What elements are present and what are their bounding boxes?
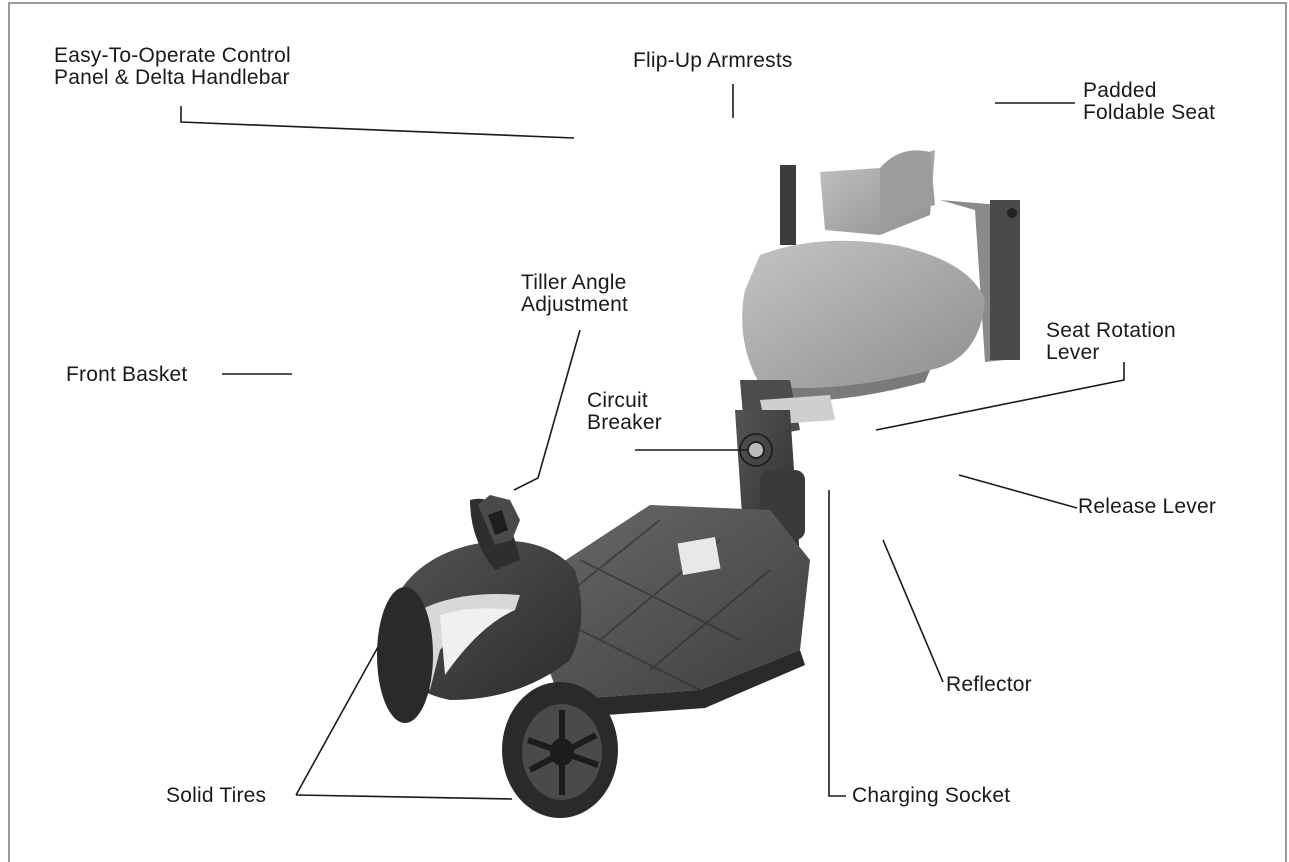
label-control-panel: Easy-To-Operate Control Panel & Delta Ha…	[54, 44, 291, 89]
seat-assembly	[740, 150, 1020, 440]
seat-rotation-leader	[875, 362, 1125, 431]
wheels	[377, 587, 618, 818]
label-seat: Padded Foldable Seat	[1083, 79, 1216, 124]
label-front-basket: Front Basket	[66, 363, 188, 386]
control-panel-leader	[180, 106, 575, 139]
charging-socket-leader	[828, 490, 846, 797]
circuit-breaker-marker	[739, 433, 773, 467]
release-lever-leader	[958, 474, 1078, 509]
label-solid-tires: Solid Tires	[166, 784, 267, 807]
reflector-leader	[882, 539, 944, 683]
solid-tires-leader-1	[295, 646, 379, 796]
label-armrests: Flip-Up Armrests	[633, 49, 793, 72]
label-charging-socket: Charging Socket	[852, 784, 1011, 807]
label-reflector: Reflector	[946, 673, 1032, 696]
label-tiller: Tiller Angle Adjustment	[521, 271, 629, 316]
label-seat-rotation: Seat Rotation Lever	[1046, 319, 1176, 364]
label-release-lever: Release Lever	[1078, 495, 1217, 518]
label-circuit-breaker: Circuit Breaker	[587, 389, 662, 434]
leader-lines	[180, 84, 1125, 800]
tiller-leader	[513, 329, 581, 491]
solid-tires-leader-2	[295, 794, 513, 800]
front-shroud	[390, 495, 582, 700]
diagram-frame	[8, 2, 1287, 862]
floor-deck	[520, 505, 810, 718]
